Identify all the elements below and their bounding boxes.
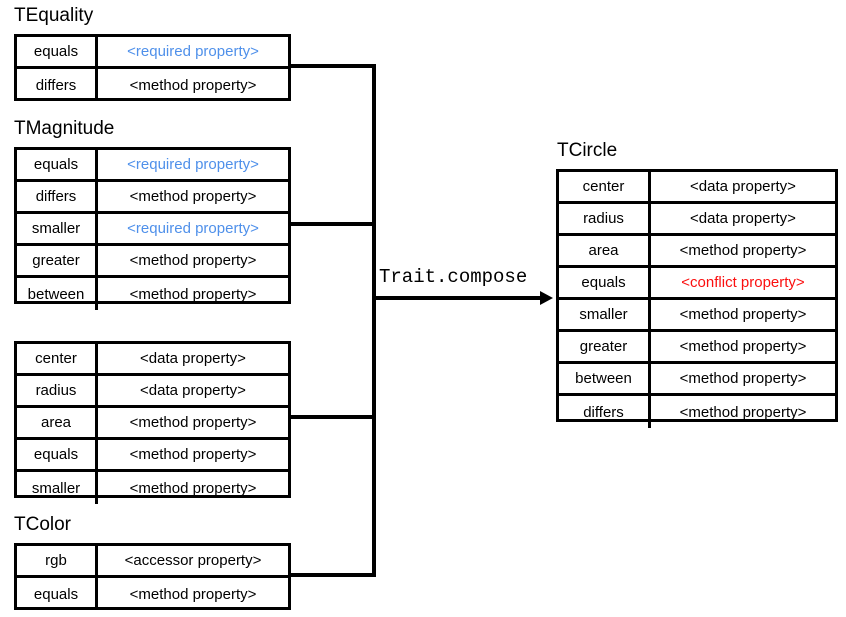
table-row: differs <method property> [17,182,288,214]
compose-arrow-head [540,291,553,305]
property-name: center [17,344,98,373]
property-name: between [17,278,98,310]
property-name: equals [17,440,98,469]
property-name: equals [17,578,98,610]
property-value-conflict: <conflict property> [681,274,805,291]
property-name: greater [17,246,98,275]
table-row: equals <conflict property> [559,268,835,300]
property-value: <method property> [129,414,257,431]
property-value: <method property> [679,338,807,355]
table-row: between <method property> [559,364,835,396]
property-name: smaller [17,472,98,504]
table-row: area <method property> [559,236,835,268]
property-name: smaller [17,214,98,243]
table-row: differs <method property> [559,396,835,428]
property-name: radius [559,204,651,233]
property-name: differs [559,396,651,428]
compose-operation-label: Trait.compose [379,266,528,288]
connector-vertical-bus [372,64,376,577]
property-value: <required property> [127,156,259,173]
connector-from-circle-source [291,415,376,419]
property-name: radius [17,376,98,405]
trait-table-tmagnitude: equals <required property> differs <meth… [14,147,291,310]
table-row: equals <required property> [17,150,288,182]
property-name: center [559,172,651,201]
property-value: <required property> [127,220,259,237]
trait-table-tcircle: center <data property> radius <data prop… [556,169,838,428]
property-value: <required property> [127,43,259,60]
property-name: equals [559,268,651,297]
table-row: between <method property> [17,278,288,310]
table-row: equals <required property> [17,37,288,69]
property-value: <method property> [129,252,257,269]
table-row: radius <data property> [559,204,835,236]
table-row: radius <data property> [17,376,288,408]
table-row: smaller <required property> [17,214,288,246]
property-name: between [559,364,651,393]
table-row: equals <method property> [17,440,288,472]
table-row: smaller <method property> [559,300,835,332]
property-value: <method property> [129,585,257,603]
trait-title-tmagnitude: TMagnitude [14,118,115,139]
property-value: <method property> [679,403,807,421]
connector-from-tcolor [291,573,376,577]
compose-arrow-shaft [372,296,540,300]
property-name: greater [559,332,651,361]
trait-title-tcolor: TColor [14,514,72,535]
property-name: area [17,408,98,437]
property-value: <method property> [129,188,257,205]
property-value: <data property> [140,350,246,367]
table-row: rgb <accessor property> [17,546,288,578]
property-name: area [559,236,651,265]
property-name: rgb [17,546,98,575]
property-name: smaller [559,300,651,329]
connector-from-tequality [291,64,376,68]
property-value: <method property> [129,285,257,303]
property-value: <data property> [690,178,796,195]
table-row: center <data property> [559,172,835,204]
table-row: center <data property> [17,344,288,376]
property-name: equals [17,150,98,179]
property-value: <data property> [140,382,246,399]
property-value: <accessor property> [124,552,262,569]
property-name: equals [17,37,98,66]
trait-title-tcircle: TCircle [557,140,618,161]
property-name: differs [17,69,98,101]
table-row: equals <method property> [17,578,288,610]
trait-table-tequality: equals <required property> differs <meth… [14,34,291,101]
property-value: <method property> [679,242,807,259]
connector-from-tmagnitude [291,222,376,226]
property-value: <method property> [679,306,807,323]
property-value: <data property> [690,210,796,227]
property-value: <method property> [129,446,257,463]
table-row: greater <method property> [17,246,288,278]
table-row: greater <method property> [559,332,835,364]
trait-table-tcolor: rgb <accessor property> equals <method p… [14,543,291,610]
property-name: differs [17,182,98,211]
trait-table-circle-source: center <data property> radius <data prop… [14,341,291,504]
table-row: smaller <method property> [17,472,288,504]
property-value: <method property> [129,479,257,497]
table-row: area <method property> [17,408,288,440]
table-row: differs <method property> [17,69,288,101]
trait-title-tequality: TEquality [14,5,94,26]
property-value: <method property> [679,370,807,387]
property-value: <method property> [129,76,257,94]
